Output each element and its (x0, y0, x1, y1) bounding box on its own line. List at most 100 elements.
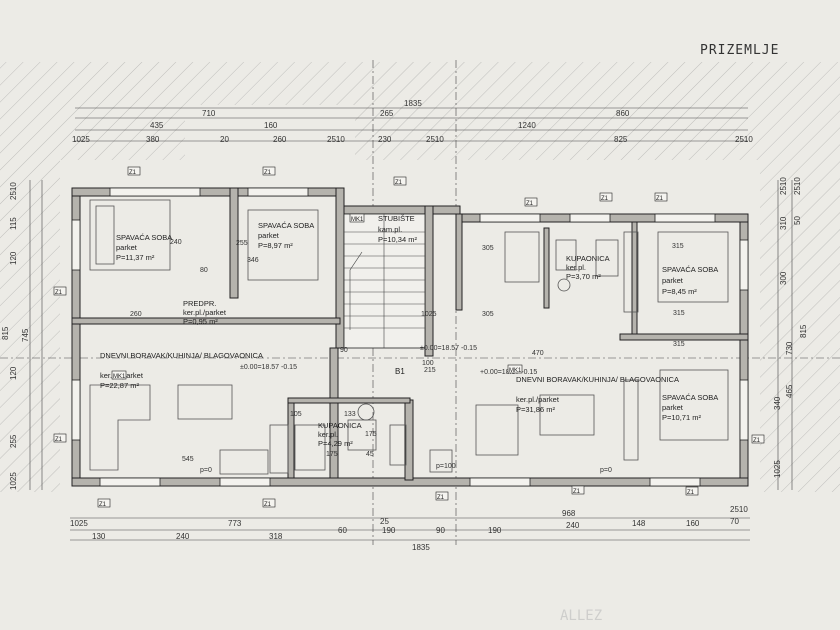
section-tag: Z1 (526, 201, 534, 207)
room-labels: SPAVAĆA SOBA parket P=11,37 m² SPAVAĆA S… (100, 214, 718, 448)
dim-left: 815 (1, 326, 10, 340)
room-dim: 45 (366, 451, 374, 458)
dim-bottom: 148 (632, 519, 646, 528)
floor-level: p=0 (600, 467, 612, 474)
dim-bottom: 190 (382, 526, 396, 535)
room-dim: 1025 (421, 311, 437, 318)
room-area: P=8,97 m² (258, 241, 293, 250)
staircase (343, 213, 426, 349)
section-tag: Z1 (601, 196, 609, 202)
dim-left: 115 (9, 217, 18, 230)
room-dim: 215 (424, 367, 436, 374)
room-dimensions: 240 260 255 346 545 175 470 315 315 305 … (130, 239, 685, 463)
room-area: P=10,34 m² (378, 235, 417, 244)
room-dim: 315 (672, 243, 684, 250)
section-tag: Z1 (753, 438, 761, 444)
material-tag: MK1 (351, 217, 364, 223)
room-dim: 305 (482, 245, 494, 252)
room-area: P=8,45 m² (662, 287, 697, 296)
room-area: P=0,95 m² (183, 317, 218, 326)
dim-top: 435 (150, 121, 164, 130)
dim-bottom: 240 (566, 521, 580, 530)
dim-bottom: 190 (488, 526, 502, 535)
right-dimensions: 2510 2510 310 50 300 815 730 340 465 102… (773, 177, 808, 490)
room-area: P=3,70 m² (566, 272, 601, 281)
room-floor: ker.pl. (318, 430, 338, 439)
room-floor: ker.pl. (566, 263, 586, 272)
dim-top: 230 (378, 135, 392, 144)
dim-bottom: 25 (380, 517, 389, 526)
room-name: SPAVAĆA SOBA (116, 233, 172, 242)
room-dim: 255 (236, 240, 248, 247)
level-mark: ±0.00=18.57 -0.15 (420, 345, 477, 352)
room-dim: 470 (532, 350, 544, 357)
section-tag: Z1 (55, 290, 63, 296)
room-name: DNEVNI BORAVAK/KUHINJA/ BLAGOVAONICA (100, 351, 263, 360)
dim-top: 825 (614, 135, 628, 144)
floor-level: p=100 (436, 463, 456, 470)
room-name: SPAVAĆA SOBA (662, 265, 718, 274)
dim-top: 380 (146, 135, 160, 144)
dim-right: 2510 (793, 177, 802, 195)
dim-top: 2510 (327, 135, 345, 144)
dim-right: 340 (773, 396, 782, 410)
room-dim: 240 (170, 239, 182, 246)
dim-top: 160 (264, 121, 278, 130)
left-dimensions: 2510 115 120 815 745 120 255 1025 (1, 180, 43, 490)
dim-left: 745 (21, 328, 30, 342)
dim-right: 465 (785, 384, 794, 398)
section-tag: Z1 (99, 502, 107, 508)
dim-bottom: 130 (92, 532, 106, 541)
floor-level: p=0 (200, 467, 212, 474)
section-tag: Z1 (573, 489, 581, 495)
dim-left: 255 (9, 434, 18, 448)
dim-top: 20 (220, 135, 229, 144)
dim-top: 2510 (735, 135, 753, 144)
level-mark: ±0.00=18.57 -0.15 (240, 364, 297, 371)
room-dim: 346 (247, 257, 259, 264)
dim-overall-top: 1835 (404, 99, 422, 108)
section-tag: Z1 (55, 437, 63, 443)
room-dim: 315 (673, 310, 685, 317)
room-floor: parket (116, 243, 138, 252)
room-floor: parket (258, 231, 280, 240)
dim-top: 860 (616, 109, 630, 118)
dim-top: 710 (202, 109, 216, 118)
room-dim: 305 (482, 311, 494, 318)
dim-right: 815 (799, 324, 808, 338)
room-name: KUPAONICA (318, 421, 362, 430)
room-area: P=22,87 m² (100, 381, 139, 390)
room-name: SPAVAĆA SOBA (258, 221, 314, 230)
room-area: P=4,29 m² (318, 439, 353, 448)
section-tag: Z1 (437, 495, 445, 501)
room-dim: 90 (340, 347, 348, 354)
dim-bottom: 240 (176, 532, 190, 541)
dim-right: 50 (793, 216, 802, 225)
room-dim: 105 (290, 411, 302, 418)
room-area: P=31,86 m² (516, 405, 555, 414)
dim-top: 1240 (518, 121, 536, 130)
dim-right: 300 (779, 271, 788, 285)
dim-bottom: 2510 (730, 505, 748, 514)
room-dim: 100 (422, 360, 434, 367)
dim-bottom: 968 (562, 509, 576, 518)
material-tag: MK1 (509, 368, 522, 374)
dim-right: 2510 (779, 177, 788, 195)
dim-left: 1025 (9, 472, 18, 490)
room-name: PREDPR. (183, 299, 216, 308)
room-dim: 545 (182, 456, 194, 463)
furniture (89, 199, 729, 475)
room-floor: parket (662, 276, 684, 285)
dim-top: 260 (273, 135, 287, 144)
dim-bottom: 318 (269, 532, 283, 541)
room-floor: parket (662, 403, 684, 412)
room-name: STUBIŠTE (378, 214, 415, 223)
dim-bottom: 70 (730, 517, 739, 526)
section-tag: Z1 (264, 502, 272, 508)
room-floor: ker.pl./parket (183, 308, 227, 317)
room-area: P=10,71 m² (662, 413, 701, 422)
room-name: DNEVNI BORAVAK/KUHINJA/ BLAGOVAONICA (516, 375, 679, 384)
room-floor: ker.pl./parket (516, 395, 560, 404)
dim-right: 1025 (773, 460, 782, 478)
room-area: P=11,37 m² (116, 253, 155, 262)
